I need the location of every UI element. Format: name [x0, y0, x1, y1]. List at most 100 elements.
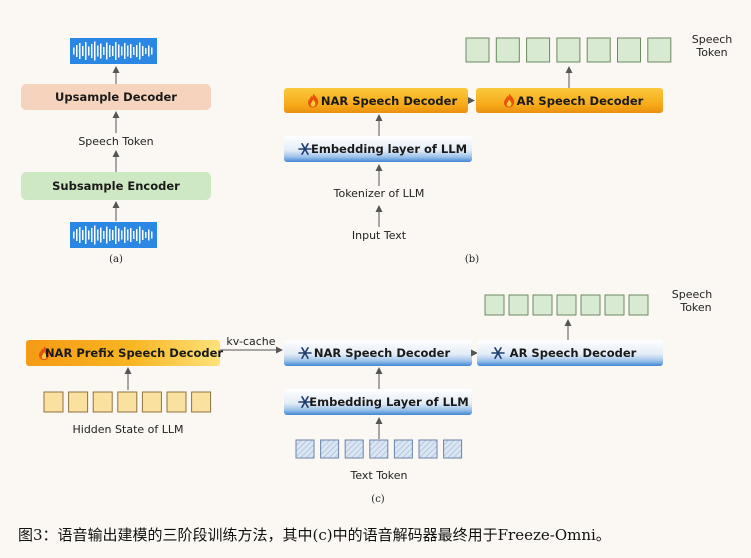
waveform-bar	[79, 43, 81, 59]
token-square	[295, 439, 315, 459]
token-square	[369, 439, 389, 459]
waveform-bar	[124, 227, 126, 243]
diagram: Upsample Decoder Speech Token Subsample …	[21, 33, 732, 505]
waveform-bar	[109, 229, 111, 241]
speech-token-label-line1: Speech	[692, 33, 733, 46]
tokenizer-label: Tokenizer of LLM	[333, 187, 425, 200]
waveform-bar	[151, 47, 153, 55]
hidden-state-row	[43, 391, 212, 413]
subsample-encoder-box	[21, 172, 211, 200]
panel-c-label: (c)	[371, 494, 385, 505]
speech-token-label: Speech Token	[78, 135, 153, 148]
waveform-bar	[130, 228, 132, 242]
hidden-state-label: Hidden State of LLM	[73, 423, 184, 436]
speech-token-row	[484, 294, 649, 316]
waveform-bar	[115, 42, 117, 60]
token-square	[580, 294, 601, 316]
token-square	[141, 391, 162, 413]
waveform-bar	[103, 231, 105, 239]
ar-speech-decoder-label: AR Speech Decoder	[517, 94, 644, 108]
token-square	[320, 439, 340, 459]
nar-speech-decoder-box	[284, 340, 472, 366]
nar-speech-decoder-box	[284, 88, 468, 113]
nar-speech-decoder-label: NAR Speech Decoder	[314, 346, 451, 360]
waveform-bar	[139, 226, 141, 244]
waveform-icon	[70, 38, 157, 64]
waveform-bar	[133, 231, 135, 239]
waveform-bar	[139, 42, 141, 60]
token-square	[526, 37, 551, 63]
subsample-encoder-label: Subsample Encoder	[52, 179, 180, 193]
token-square	[92, 391, 113, 413]
token-square	[617, 37, 641, 63]
panel-b: Speech Token NAR Speech Decoder AR Speec…	[284, 33, 732, 265]
waveform-bar	[121, 46, 123, 56]
token-square	[43, 391, 64, 413]
speech-token-label-line2: Token	[679, 301, 711, 314]
token-square	[465, 37, 490, 63]
text-token-label: Text Token	[349, 469, 407, 482]
panel-a: Upsample Decoder Speech Token Subsample …	[21, 38, 211, 265]
embedding-layer-box	[284, 136, 472, 162]
waveform-bar	[94, 41, 96, 61]
upsample-decoder-label: Upsample Decoder	[55, 90, 177, 104]
waveform-bar	[103, 47, 105, 55]
waveform-bar	[76, 45, 78, 57]
token-square	[532, 294, 553, 316]
waveform-bar	[91, 228, 93, 242]
waveform-bar	[142, 230, 144, 240]
waveform-bar	[100, 227, 102, 243]
waveform-bar	[91, 44, 93, 58]
waveform-bar	[109, 45, 111, 57]
token-square	[117, 391, 138, 413]
token-square	[604, 294, 625, 316]
token-square	[508, 294, 529, 316]
waveform-bar	[121, 230, 123, 240]
waveform-bar	[73, 231, 75, 239]
token-square	[166, 391, 187, 413]
speech-token-row	[465, 37, 672, 63]
nar-prefix-decoder-label: NAR Prefix Speech Decoder	[45, 346, 223, 360]
token-square	[556, 294, 577, 316]
waveform-bar	[133, 47, 135, 55]
token-square	[628, 294, 649, 316]
embedding-layer-label: Embedding layer of LLM	[311, 142, 467, 156]
ar-speech-decoder-box	[477, 340, 663, 366]
kv-cache-label: kv-cache	[226, 335, 275, 348]
panel-a-label: (a)	[109, 254, 123, 265]
waveform-bar	[85, 226, 87, 244]
waveform-bar	[145, 48, 147, 54]
panel-c: Speech Token NAR Prefix Speech Decoder k…	[26, 288, 712, 505]
waveform-bar	[151, 231, 153, 239]
waveform-bar	[148, 229, 150, 241]
waveform-bar	[145, 232, 147, 238]
token-square	[443, 439, 463, 459]
waveform-bar	[130, 44, 132, 58]
waveform-bar	[112, 46, 114, 56]
upsample-decoder-box	[21, 84, 211, 110]
input-text-label: Input Text	[352, 229, 407, 242]
token-square	[418, 439, 438, 459]
waveform-bar	[82, 230, 84, 240]
token-square	[344, 439, 364, 459]
token-square	[495, 37, 520, 63]
token-square	[393, 439, 413, 459]
nar-speech-decoder-label: NAR Speech Decoder	[321, 94, 458, 108]
waveform-bar	[148, 45, 150, 57]
waveform-bar	[118, 44, 120, 58]
ar-speech-decoder-label: AR Speech Decoder	[510, 346, 637, 360]
waveform-icon	[70, 222, 157, 248]
waveform-bar	[97, 229, 99, 241]
waveform-bar	[142, 46, 144, 56]
token-square	[647, 37, 672, 63]
waveform-bar	[85, 42, 87, 60]
token-square	[586, 37, 611, 63]
waveform-bar	[79, 227, 81, 243]
ar-speech-decoder-box	[476, 88, 663, 113]
waveform-bar	[76, 229, 78, 241]
waveform-bar	[124, 43, 126, 59]
figure-caption: 图3：语音输出建模的三阶段训练方法，其中(c)中的语音解码器最终用于Freeze…	[18, 526, 611, 544]
waveform-bar	[136, 229, 138, 241]
waveform-bar	[73, 47, 75, 55]
waveform-bar	[100, 43, 102, 59]
